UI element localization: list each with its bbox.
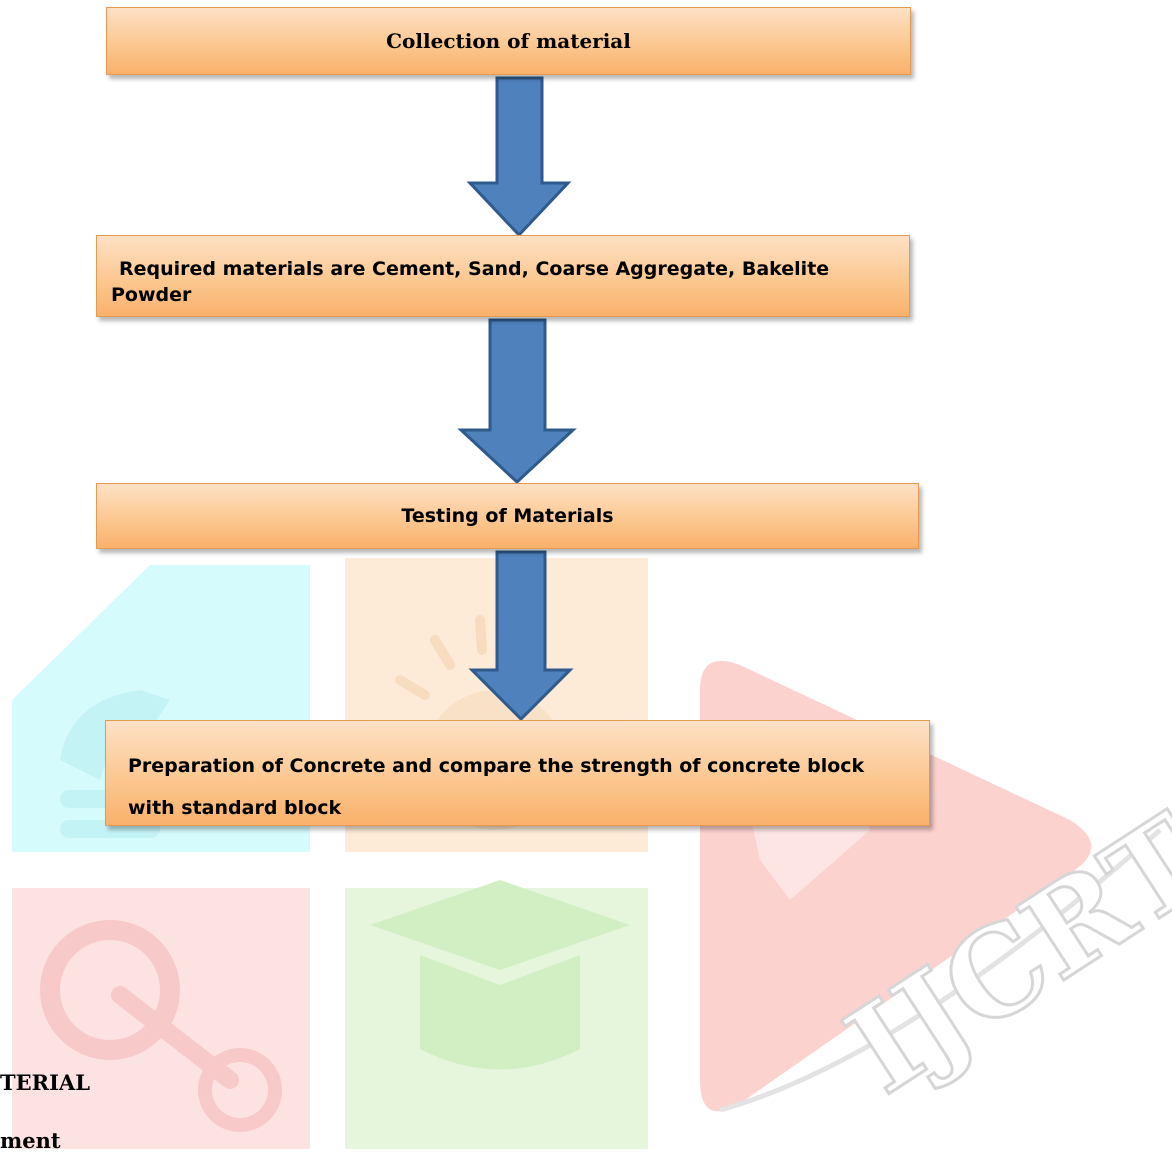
step-label: Collection of material xyxy=(386,29,631,53)
arrow-down-icon xyxy=(457,318,577,485)
section-heading-fragment: TERIAL xyxy=(0,1070,90,1095)
subheading-fragment: ment xyxy=(0,1128,61,1153)
step-label: Preparation of Concrete and compare the … xyxy=(128,755,865,819)
arrow-down-icon xyxy=(468,550,574,722)
flow-step-testing: Testing of Materials xyxy=(96,483,919,549)
step-label: Required materials are Cement, Sand, Coa… xyxy=(111,258,830,306)
flow-step-collection: Collection of material xyxy=(106,7,911,75)
arrow-down-icon xyxy=(466,76,572,238)
flow-step-required-materials: Required materials are Cement, Sand, Coa… xyxy=(96,235,910,317)
flow-step-preparation: Preparation of Concrete and compare the … xyxy=(105,720,930,826)
step-label: Testing of Materials xyxy=(401,505,614,527)
